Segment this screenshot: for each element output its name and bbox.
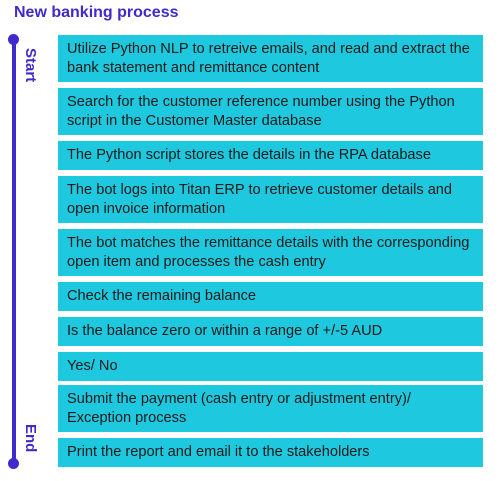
process-step-4: The bot logs into Titan ERP to retrieve … [58, 176, 483, 223]
process-step-2: Search for the customer reference number… [58, 88, 483, 135]
timeline-line [12, 39, 16, 465]
process-step-3: The Python script stores the details in … [58, 141, 483, 170]
process-step-5: The bot matches the remittance details w… [58, 229, 483, 276]
process-step-7: Is the balance zero or within a range of… [58, 317, 483, 346]
process-step-6: Check the remaining balance [58, 282, 483, 311]
timeline-end-label: End [22, 424, 39, 453]
timeline-end-dot [8, 458, 19, 469]
process-step-9: Submit the payment (cash entry or adjust… [58, 385, 483, 432]
timeline-start-dot [8, 34, 19, 45]
timeline-start-label: Start [22, 48, 39, 83]
process-step-8: Yes/ No [58, 352, 483, 381]
process-step-1: Utilize Python NLP to retreive emails, a… [58, 35, 483, 82]
diagram-title: New banking process [14, 4, 179, 21]
process-step-10: Print the report and email it to the sta… [58, 438, 483, 467]
